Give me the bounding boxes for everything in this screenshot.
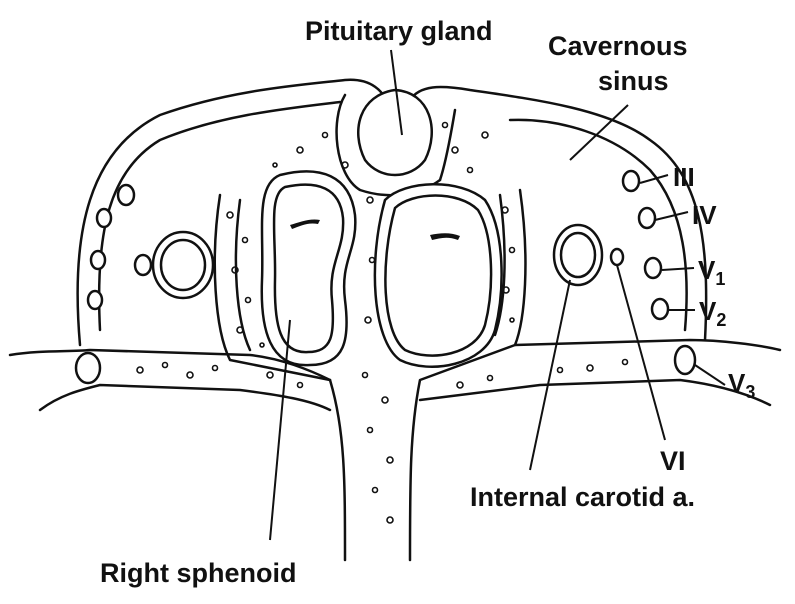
label-sinus: sinus xyxy=(598,66,669,96)
pituitary-gland xyxy=(337,90,455,195)
left-sphenoid-sinus xyxy=(375,184,502,367)
label-internal-carotid: Internal carotid a. xyxy=(470,482,695,512)
right-nerves xyxy=(611,171,695,374)
label-nerve-v1: V1 xyxy=(698,255,725,289)
right-carotid xyxy=(554,225,602,285)
nerve-v1-vessel xyxy=(645,258,661,278)
nerve-iv-vessel xyxy=(639,208,655,228)
label-nerve-v2: V2 xyxy=(699,296,726,330)
label-nerve-vi: VI xyxy=(660,446,686,476)
right-sphenoid-sinus xyxy=(262,171,356,365)
label-nerve-v3: V3 xyxy=(728,368,755,402)
label-nerve-iii: III xyxy=(673,162,695,192)
label-nerve-iv: IV xyxy=(692,200,717,230)
left-carotid xyxy=(135,232,213,298)
nerve-iii-vessel xyxy=(623,171,639,191)
label-right-sphenoid: Right sphenoid xyxy=(100,558,296,588)
label-pituitary-gland: Pituitary gland xyxy=(305,16,493,46)
nerve-vi-vessel xyxy=(611,249,623,265)
label-cavernous: Cavernous xyxy=(548,31,688,61)
nerve-v2-vessel xyxy=(652,299,668,319)
nerve-v3-vessel xyxy=(675,346,695,374)
